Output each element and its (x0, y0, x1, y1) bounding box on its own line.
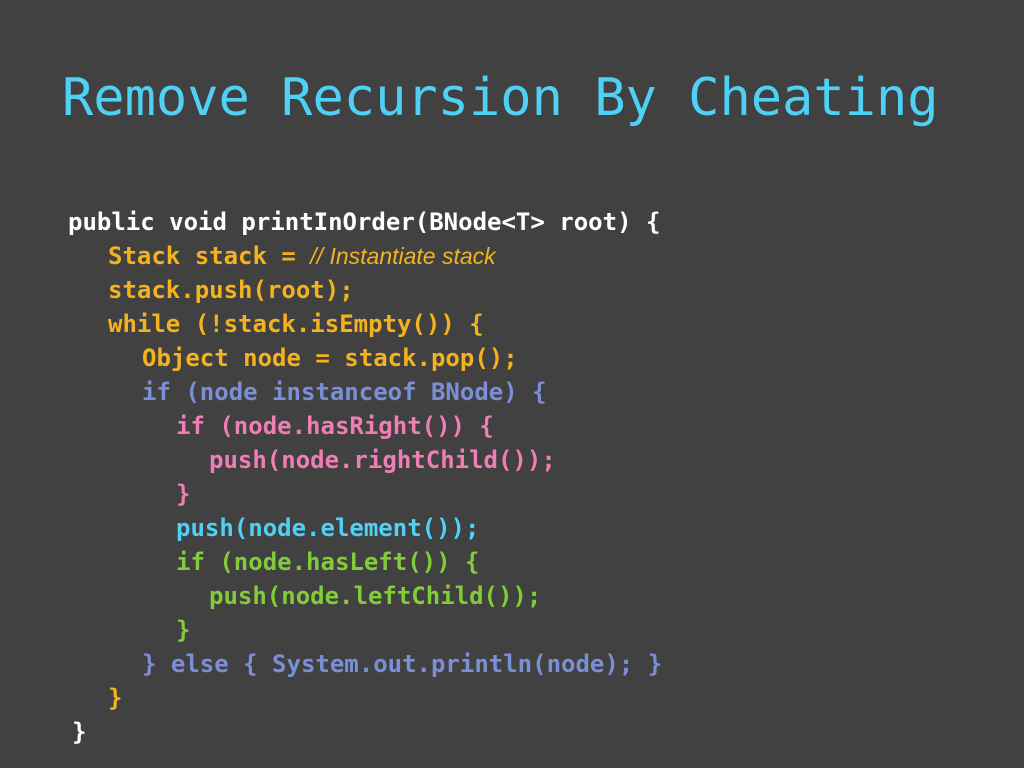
code-line-close-method: } (72, 718, 87, 746)
code-line-close-has-left: } (176, 616, 191, 644)
code-stack-assignment: Stack stack = (108, 242, 311, 270)
code-line-has-right: if (node.hasRight()) { (176, 412, 494, 440)
code-line-stack-declaration: Stack stack = // Instantiate stack (68, 239, 662, 273)
code-line-push-left-child: push(node.leftChild()); (209, 582, 542, 610)
code-line-close-has-right: } (176, 480, 191, 508)
code-line-has-left: if (node.hasLeft()) { (176, 548, 480, 576)
code-line-stack-push-root: stack.push(root); (108, 276, 354, 304)
code-comment: // Instantiate stack (310, 243, 496, 269)
code-line-close-while: } (108, 684, 123, 712)
code-line-push-element: push(node.element()); (176, 514, 480, 542)
code-line-push-right-child: push(node.rightChild()); (209, 446, 556, 474)
code-line-else-println: } else { System.out.println(node); } (142, 650, 663, 678)
code-line-stack-pop: Object node = stack.pop(); (142, 344, 518, 372)
code-line-while-loop: while (!stack.isEmpty()) { (108, 310, 484, 338)
code-block: public void printInOrder(BNode<T> root) … (68, 205, 662, 749)
code-line-instanceof-check: if (node instanceof BNode) { (142, 378, 547, 406)
code-line-method-signature: public void printInOrder(BNode<T> root) … (68, 208, 661, 236)
slide-title: Remove Recursion By Cheating (62, 68, 939, 128)
